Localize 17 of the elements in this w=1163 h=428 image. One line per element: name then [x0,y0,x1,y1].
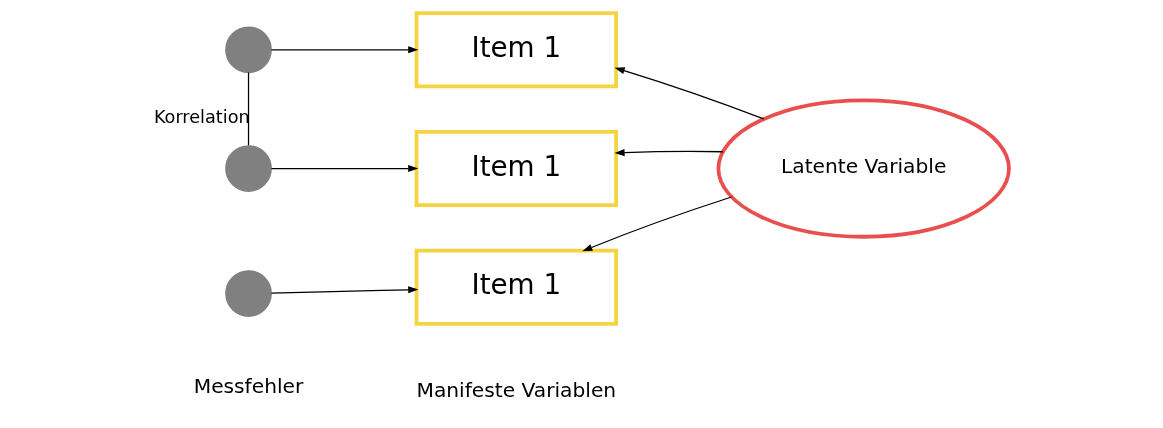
node-ellipse: Latente Variable [716,98,1011,239]
node-circle [224,26,272,74]
arrow [270,46,418,54]
edge-label: Korrelation [153,107,250,128]
node-box: Item 1 [414,11,618,89]
label: Manifeste Variablen [415,377,616,402]
node-circle [224,145,272,192]
arrow [614,149,723,157]
arrow [270,286,418,294]
arrow [614,67,764,120]
label: Messfehler [193,374,303,399]
arrow [270,165,418,173]
connector [247,71,249,146]
node-box: Item 1 [414,130,618,208]
node-box: Item 1 [414,248,618,326]
arrow [581,196,732,252]
node-circle [224,270,272,317]
